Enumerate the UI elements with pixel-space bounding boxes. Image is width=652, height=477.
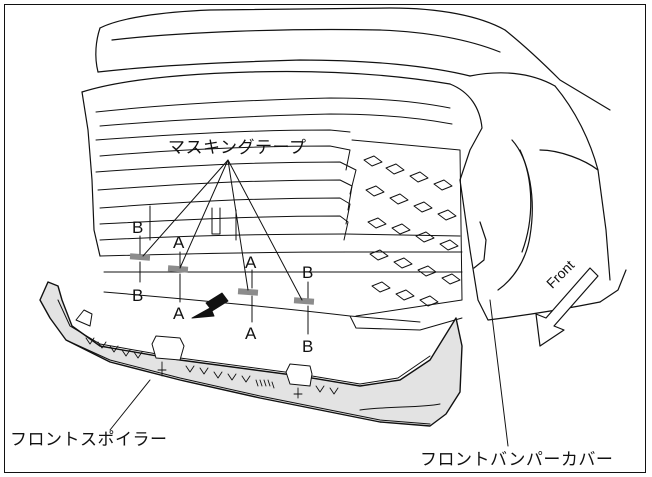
bumper-cover-leader-line bbox=[489, 299, 509, 447]
front-spoiler-label: フロントスポイラー bbox=[10, 430, 168, 450]
marker-b-top-right: B bbox=[302, 263, 314, 282]
masking-tape-patches bbox=[129, 253, 315, 305]
front-spoiler-part bbox=[39, 281, 463, 427]
front-bumper-cover-label: フロントバンパーカバー bbox=[420, 450, 614, 470]
tape-b-right bbox=[293, 297, 315, 305]
marker-b-bottom-left: B bbox=[132, 286, 144, 305]
tape-b-left bbox=[129, 253, 151, 261]
grille bbox=[95, 97, 463, 331]
marker-a-top-1: A bbox=[173, 233, 185, 252]
spoiler-leader-line bbox=[109, 379, 151, 431]
marker-b-bottom-right: B bbox=[302, 337, 314, 356]
vehicle-body bbox=[81, 7, 627, 321]
removal-direction-arrow bbox=[191, 292, 229, 319]
tape-a-left bbox=[167, 265, 189, 273]
tape-a-right bbox=[237, 288, 259, 296]
masking-tape-label: マスキングテープ bbox=[168, 138, 307, 158]
marker-a-bottom-1: A bbox=[173, 304, 185, 323]
marker-b-top-left: B bbox=[132, 218, 144, 237]
marker-a-top-2: A bbox=[245, 253, 257, 272]
front-direction-arrow bbox=[535, 267, 599, 347]
marker-a-bottom-2: A bbox=[245, 324, 257, 343]
tape-leader-lines bbox=[139, 159, 309, 335]
